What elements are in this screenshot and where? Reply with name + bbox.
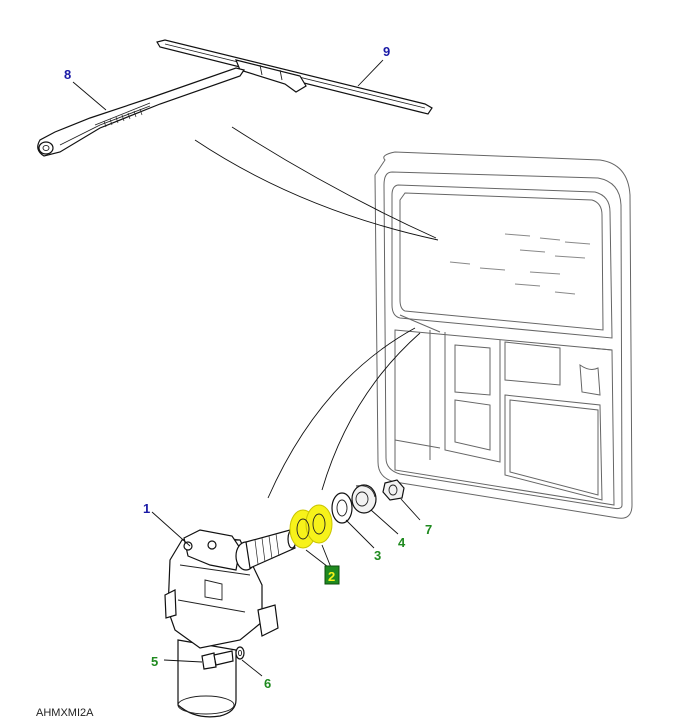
wiper-motor [164, 529, 297, 718]
bolt [201, 650, 234, 670]
rear-door-frame [374, 151, 633, 519]
callout-4[interactable]: 4 [398, 535, 406, 550]
callout-6[interactable]: 6 [264, 676, 271, 691]
spacer [351, 484, 377, 514]
callout-7[interactable]: 7 [425, 522, 432, 537]
wiper-arm [37, 67, 245, 157]
assembly-pointer-lines [194, 126, 439, 499]
callout-2-badge [324, 565, 340, 585]
washer [331, 492, 353, 524]
wiper-blade [156, 39, 433, 115]
washer-pair-highlighted [289, 504, 333, 549]
diagram-reference-code: AHMXMI2A [36, 707, 94, 719]
callout-9[interactable]: 9 [383, 44, 390, 59]
callout-5[interactable]: 5 [151, 654, 158, 669]
nut [382, 479, 405, 501]
bolt-washer [235, 646, 245, 660]
callout-8[interactable]: 8 [64, 67, 71, 82]
callout-3[interactable]: 3 [374, 548, 381, 563]
callout-2[interactable]: 2 [328, 569, 335, 584]
callout-1[interactable]: 1 [143, 501, 150, 516]
